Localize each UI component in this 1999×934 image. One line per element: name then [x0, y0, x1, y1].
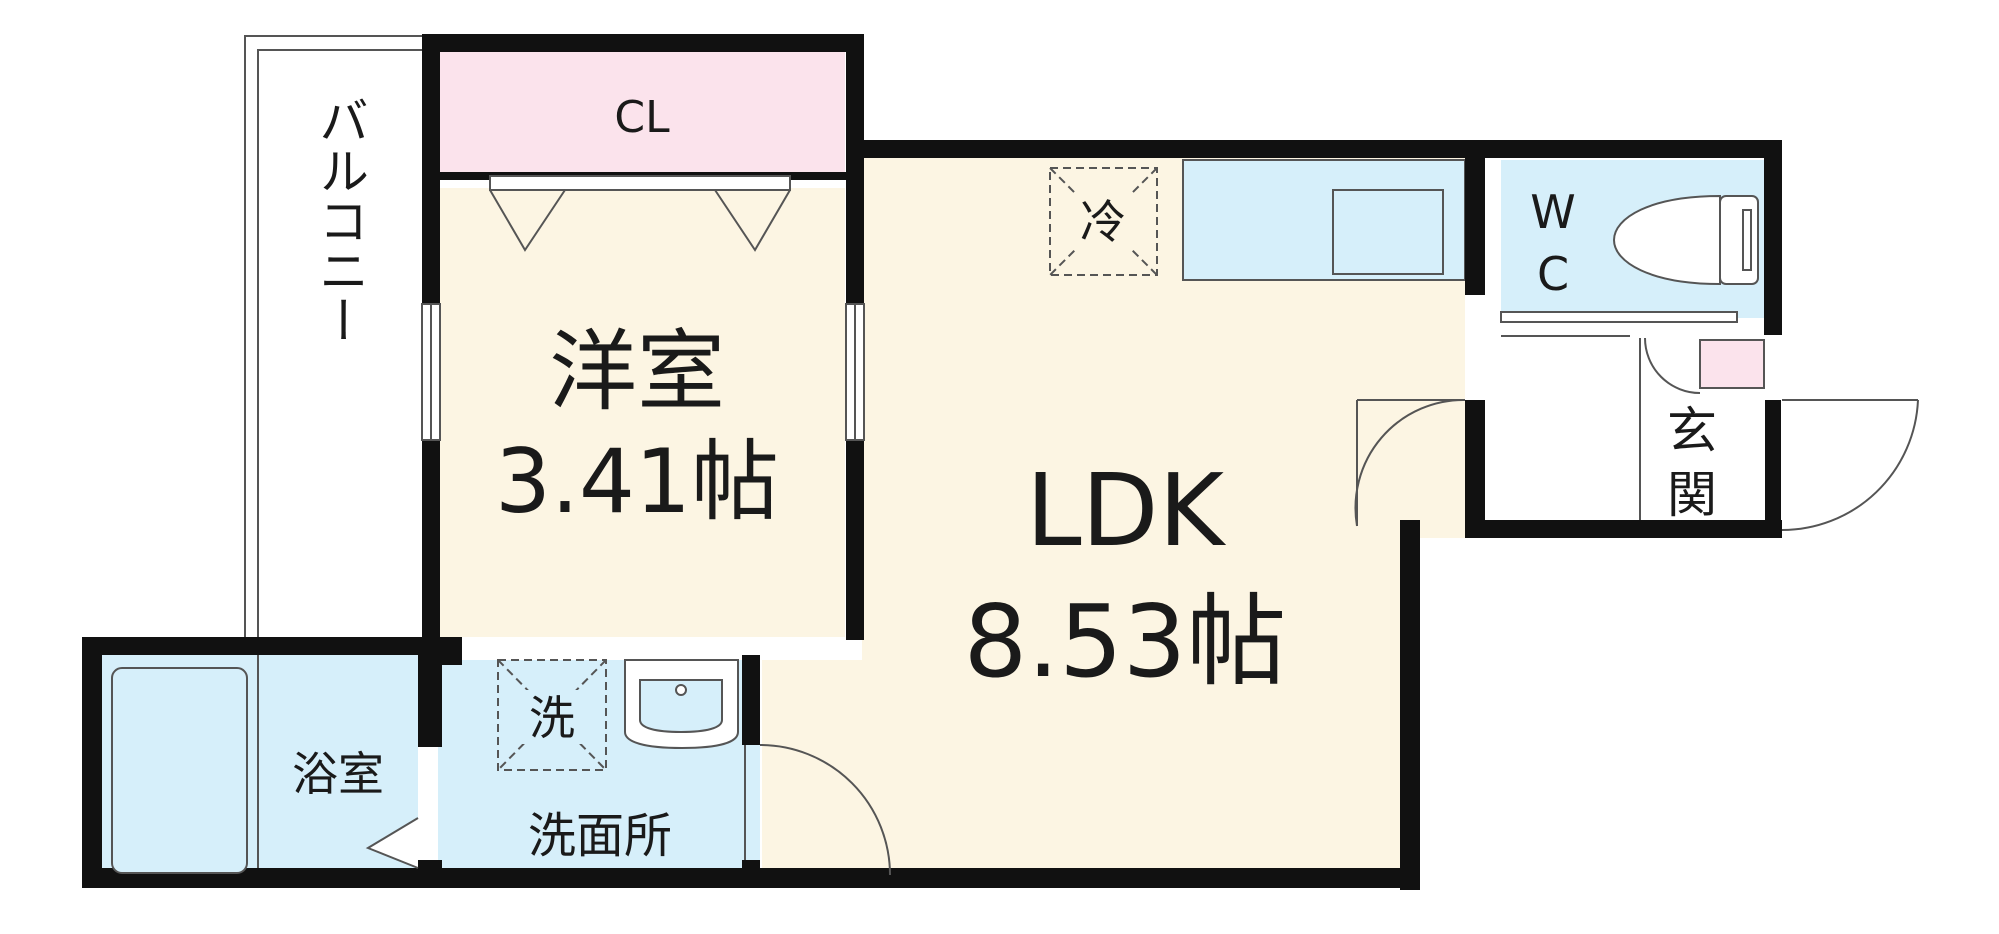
fridge-space	[1049, 167, 1158, 276]
balcony-label: バルコニー	[311, 95, 369, 345]
shoe-cabinet	[1699, 339, 1765, 389]
bathroom-door	[365, 817, 419, 869]
closet-floor	[438, 50, 845, 172]
western-room-name: 洋室	[549, 320, 725, 423]
kitchen-counter	[1182, 159, 1466, 281]
ldk-name: LDK	[1026, 452, 1227, 569]
wc-label-c: C	[1537, 247, 1569, 301]
bathroom-label: 浴室	[292, 747, 384, 801]
entrance-label-1: 玄	[1667, 402, 1717, 460]
toilet	[1612, 194, 1759, 286]
western-room-size: 3.41帖	[495, 430, 779, 533]
ldk-floor	[762, 158, 1465, 886]
front-door	[1781, 399, 1919, 532]
walls	[82, 34, 1782, 890]
bathtub	[111, 667, 248, 874]
washroom-label: 洗面所	[528, 808, 672, 864]
entrance-small-door-swing	[1644, 337, 1701, 394]
washer-space	[497, 659, 607, 771]
fridge-label: 冷	[1080, 195, 1126, 249]
washroom-door	[744, 744, 891, 876]
sink	[1332, 189, 1444, 275]
closet-label: CL	[614, 92, 670, 143]
closet-doors	[489, 175, 791, 252]
wc-label-w: W	[1530, 185, 1575, 239]
windows	[421, 303, 865, 441]
washer-label: 洗	[529, 691, 575, 745]
washbasin	[624, 659, 739, 750]
entrance-label-2: 関	[1667, 466, 1717, 524]
ldk-door	[1354, 398, 1466, 527]
western-room-floor	[438, 188, 845, 637]
balcony	[244, 35, 426, 643]
ldk-size: 8.53帖	[964, 583, 1287, 700]
wc-door	[1500, 311, 1738, 337]
